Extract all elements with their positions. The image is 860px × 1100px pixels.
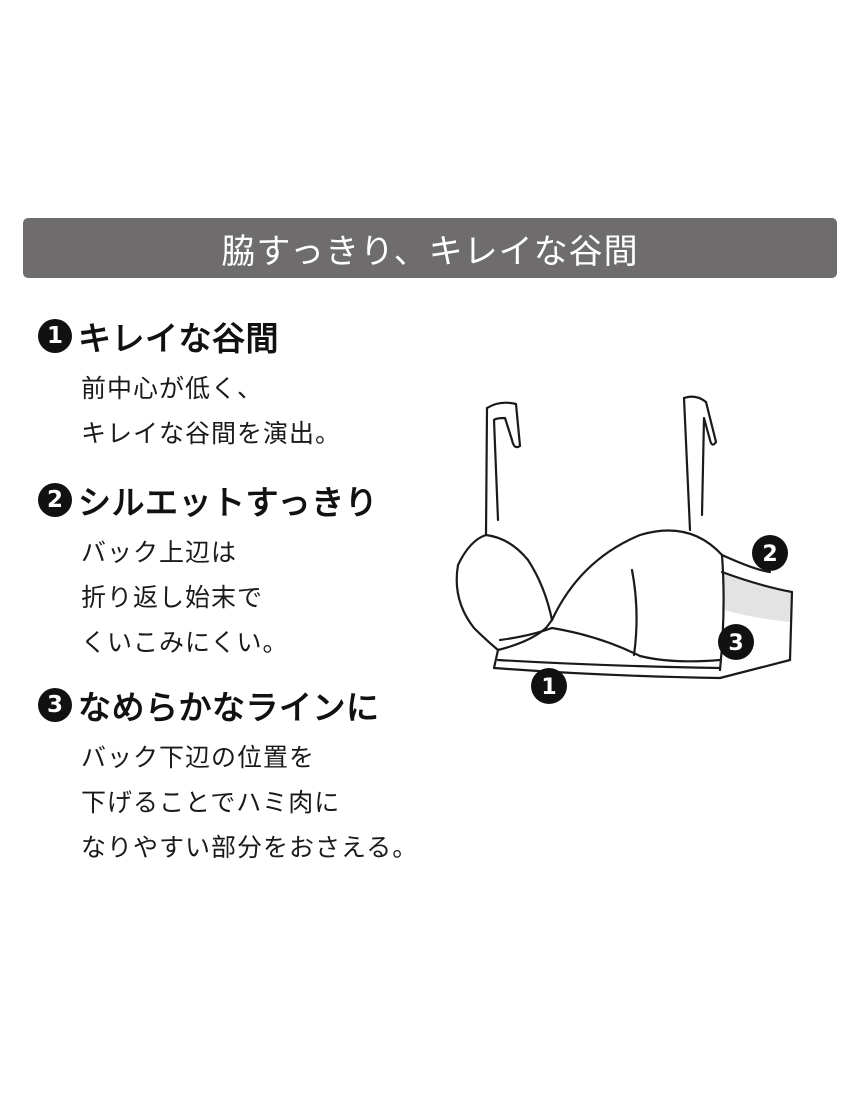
feature-3-heading: 3 なめらかなラインに <box>38 683 418 727</box>
feature-3-number-badge: 3 <box>38 688 72 722</box>
feature-2-description: バック上辺は 折り返し始末で くいこみにくい。 <box>81 530 378 665</box>
feature-1-description: 前中心が低く、 キレイな谷間を演出。 <box>81 366 341 456</box>
back-band-upper <box>720 553 772 574</box>
right-strap <box>682 395 718 517</box>
feature-1-line: 前中心が低く、 <box>81 374 264 403</box>
side-seam <box>718 553 725 672</box>
underband-top <box>496 658 722 670</box>
feature-2-line: 折り返し始末で <box>81 583 264 612</box>
marker-3-label: 3 <box>728 631 743 656</box>
title-banner: 脇すっきり、キレイな谷間 <box>23 218 837 278</box>
center-gore <box>496 618 554 652</box>
feature-3-line: バック下辺の位置を <box>81 743 316 772</box>
feature-2: 2 シルエットすっきり バック上辺は 折り返し始末で くいこみにくい。 <box>38 478 378 665</box>
feature-1: 1 キレイな谷間 前中心が低く、 キレイな谷間を演出。 <box>38 314 341 456</box>
bra-illustration: 1 2 3 <box>455 395 794 704</box>
feature-1-heading: 1 キレイな谷間 <box>38 314 341 358</box>
banner-title: 脇すっきり、キレイな谷間 <box>221 231 639 272</box>
underwire-left <box>498 626 554 642</box>
back-upper-edge-highlight <box>722 572 792 622</box>
feature-3-description: バック下辺の位置を 下げることでハミ肉に なりやすい部分をおさえる。 <box>81 735 418 870</box>
marker-2: 2 <box>752 535 788 571</box>
feature-1-line: キレイな谷間を演出。 <box>81 419 342 448</box>
underwire-right <box>550 626 722 663</box>
underband-bottom <box>492 648 792 680</box>
feature-3: 3 なめらかなラインに バック下辺の位置を 下げることでハミ肉に なりやすい部分… <box>38 683 418 870</box>
left-strap <box>485 401 522 522</box>
feature-2-number-badge: 2 <box>38 483 72 517</box>
back-band <box>720 570 794 662</box>
feature-3-line: 下げることでハミ肉に <box>81 788 341 817</box>
feature-2-title: シルエットすっきり <box>78 483 379 522</box>
marker-1-label: 1 <box>541 675 556 700</box>
left-cup-top <box>484 533 554 622</box>
right-cup-top <box>550 529 724 622</box>
feature-3-title: なめらかなラインに <box>78 688 380 727</box>
left-cup <box>455 533 500 652</box>
marker-1: 1 <box>531 668 567 704</box>
feature-2-line: くいこみにくい。 <box>81 628 289 657</box>
feature-1-number-badge: 1 <box>38 319 72 353</box>
right-cup-seam <box>630 568 638 657</box>
left-strap-inner <box>484 406 489 537</box>
feature-1-title: キレイな谷間 <box>78 319 279 358</box>
marker-3: 3 <box>718 624 754 660</box>
feature-3-line: なりやすい部分をおさえる。 <box>81 833 419 862</box>
feature-2-line: バック上辺は <box>81 538 238 567</box>
right-strap-inner <box>682 396 692 532</box>
feature-2-heading: 2 シルエットすっきり <box>38 478 378 522</box>
marker-2-label: 2 <box>762 542 777 567</box>
